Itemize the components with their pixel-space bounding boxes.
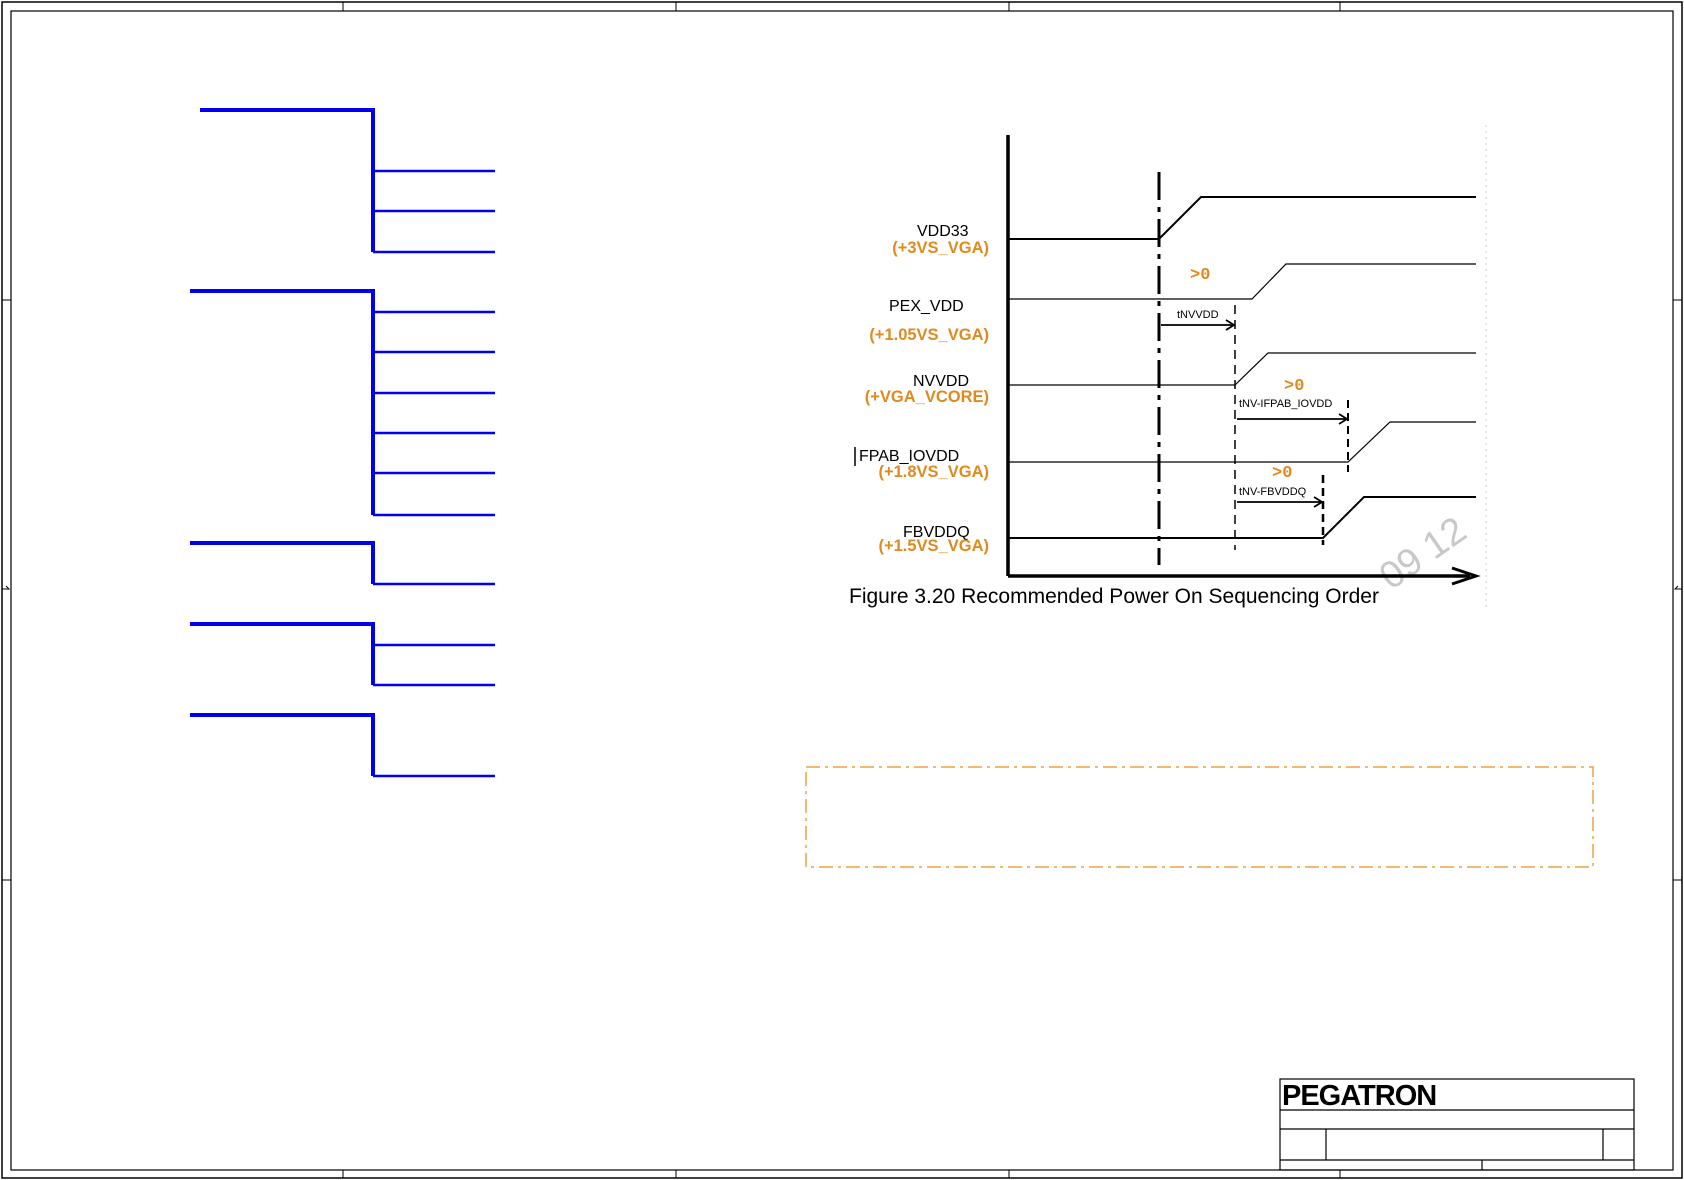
waveform-nvvdd [1008,352,1476,386]
waveform-fbvddq [1008,496,1476,539]
bus-3 [190,541,495,586]
waveform-vdd33 [1008,196,1476,240]
waveforms [1008,196,1476,539]
watermark-text: 09 12 [1372,509,1474,598]
bus-1 [200,108,495,254]
power-sequencing-diagram: 09 12 tNVVDD [849,125,1487,610]
waveform-fpab-iovdd [1008,421,1476,463]
company-logo: PEGATRON [1282,1080,1436,1112]
gt-label-1: >0 [1190,266,1210,285]
signal-labels: VDD33 PEX_VDD NVVDD FPAB_IOVDD FBVDDQ [859,223,970,541]
rail-labels: (+3VS_VGA) (+1.05VS_VGA) (+VGA_VCORE) (+… [865,239,989,555]
timing-markers [1157,172,1349,565]
bus-4 [190,622,495,687]
bus-5 [190,713,495,778]
delay-label-tnv-fbvddq: tNV-FBVDDQ [1239,486,1307,498]
power-bus-group [190,108,495,778]
rail-label-1-5vs-vga: (+1.5VS_VGA) [878,537,989,555]
rail-label-vga-vcore: (+VGA_VCORE) [865,388,989,406]
signal-label-nvvdd: NVVDD [913,373,969,390]
gt-label-3: >0 [1272,464,1292,483]
diagram-axes [1006,135,1481,586]
note-box [805,766,1594,868]
signal-label-fpab-iovdd: FPAB_IOVDD [859,448,959,465]
delay-arrows [1161,319,1349,508]
signal-label-fbvddq: FBVDDQ [903,524,970,541]
rail-label-1-05vs-vga: (+1.05VS_VGA) [869,326,989,344]
delay-label-tnvvdd: tNVVDD [1177,309,1219,321]
title-block [1279,1078,1635,1171]
signal-label-vdd33: VDD33 [917,223,969,240]
waveform-pex-vdd [1008,263,1476,300]
signal-label-pex-vdd: PEX_VDD [889,298,964,315]
delay-label-tnv-ifpab-iovdd: tNV-IFPAB_IOVDD [1239,398,1332,410]
bus-2 [190,289,495,517]
rail-label-3vs-vga: (+3VS_VGA) [892,239,989,257]
gt-label-2: >0 [1284,377,1304,396]
figure-caption: Figure 3.20 Recommended Power On Sequenc… [849,585,1379,608]
rail-label-1-8vs-vga: (+1.8VS_VGA) [878,463,989,481]
